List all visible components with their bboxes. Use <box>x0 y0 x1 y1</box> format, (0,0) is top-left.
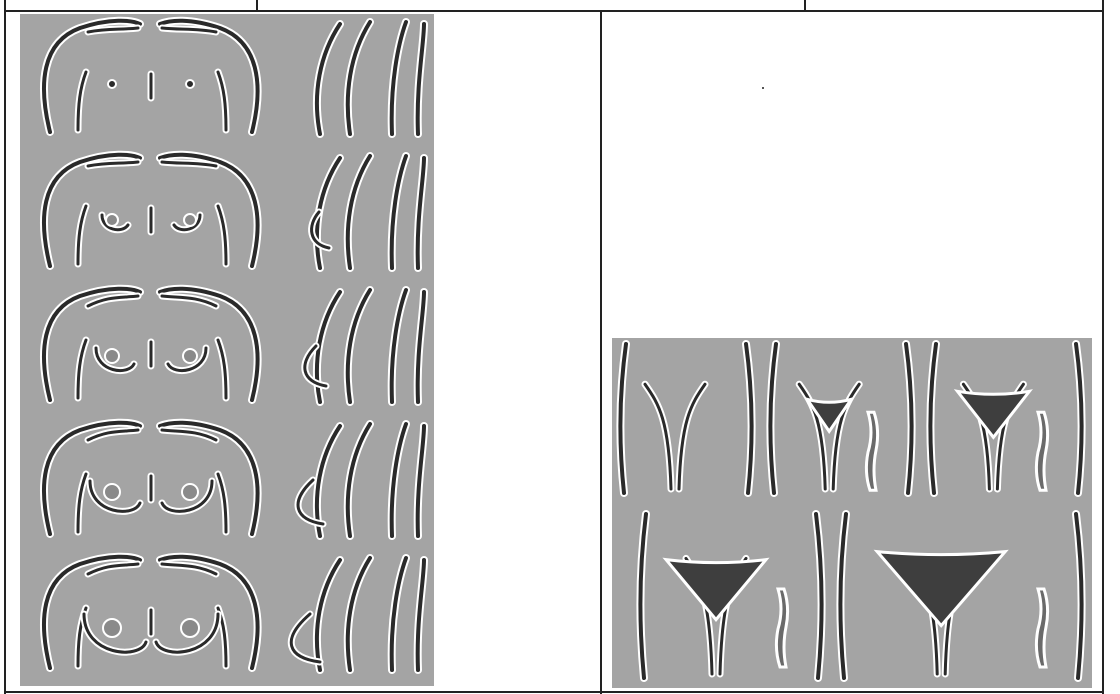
left-collarbone-outline <box>88 28 138 32</box>
breast-stages-drawing <box>20 14 434 686</box>
left-torso-outline <box>78 340 86 398</box>
lateral-back-edge-outline <box>418 426 424 536</box>
breast-stage-5 <box>44 557 424 670</box>
lateral-back-edge-outline <box>418 24 424 134</box>
left-collarbone-outline <box>88 430 138 440</box>
lateral-arm-outline <box>348 424 370 536</box>
lateral-hair-shape <box>776 589 787 667</box>
left-collarbone-outline <box>88 564 138 574</box>
pubic-stage-1 <box>620 344 751 493</box>
breast-stages-figure <box>20 14 434 686</box>
right-thigh-outline <box>746 344 752 493</box>
lateral-hair-shape <box>1036 589 1047 667</box>
lateral-back-edge-outline <box>418 158 424 268</box>
right-thigh-outline <box>1076 514 1082 678</box>
right-torso-outline <box>218 72 226 130</box>
left-torso-outline <box>78 206 86 264</box>
left-inner-thigh-outline <box>645 384 671 489</box>
right-shoulder-arm-outline <box>160 21 258 132</box>
right-collarbone-outline <box>162 564 216 574</box>
table-top-divider-2 <box>804 0 806 11</box>
table-bottom-border <box>4 691 1104 693</box>
right-areola-outline <box>181 619 199 637</box>
pubic-hair-triangle-shape <box>877 552 1005 626</box>
right-thigh-outline <box>816 514 822 678</box>
left-torso-outline <box>78 72 86 130</box>
left-thigh-outline <box>640 514 646 678</box>
left-collarbone-outline <box>88 162 138 166</box>
lateral-back-edge-outline <box>418 292 424 402</box>
lateral-arm-outline <box>348 22 370 134</box>
table-top-row-bottom-border <box>4 10 1104 12</box>
left-nipple-outline <box>108 80 116 88</box>
table-left-border <box>4 0 6 694</box>
left-shoulder-arm-outline <box>44 21 140 132</box>
right-thigh-outline <box>1076 344 1082 493</box>
left-thigh-outline <box>840 514 846 678</box>
pubic-stage-3 <box>930 344 1081 493</box>
left-thigh-outline <box>930 344 936 493</box>
lateral-arm-back-outline <box>392 558 406 670</box>
right-thigh-outline <box>906 344 912 493</box>
pubic-hair-triangle-shape <box>666 560 766 620</box>
lateral-arm-back-outline <box>392 290 406 402</box>
left-areola-outline <box>106 214 118 226</box>
right-inner-thigh-outline <box>679 384 705 489</box>
lateral-hair-shape <box>1036 412 1047 490</box>
lateral-back-outline <box>317 560 340 670</box>
breast-stage-4 <box>44 423 424 536</box>
pubic-hair-triangle-shape <box>957 391 1029 437</box>
left-thigh-outline <box>770 344 776 493</box>
lateral-back-outline <box>317 24 340 134</box>
pubic-stage-4 <box>640 514 821 678</box>
right-areola-outline <box>182 484 198 500</box>
right-collarbone-outline <box>162 296 216 306</box>
lateral-arm-outline <box>348 290 370 402</box>
right-collarbone-outline <box>162 430 216 440</box>
left-thigh-outline <box>620 344 626 493</box>
breast-stage-1 <box>44 21 424 134</box>
lateral-arm-back-outline <box>392 22 406 134</box>
right-torso-outline <box>218 474 226 532</box>
lateral-arm-back-outline <box>392 156 406 268</box>
lateral-back-edge-outline <box>418 560 424 670</box>
right-torso-outline <box>218 340 226 398</box>
pubic-hair-stages-figure <box>612 338 1092 688</box>
left-collarbone-outline <box>88 296 138 306</box>
left-areola-outline <box>104 484 120 500</box>
left-areola-outline <box>103 619 121 637</box>
right-collarbone-outline <box>162 162 216 166</box>
lateral-hair-shape <box>866 412 877 490</box>
speck-mark <box>762 87 764 89</box>
lateral-arm-outline <box>348 558 370 670</box>
left-torso-outline <box>78 474 86 532</box>
right-shoulder-arm-outline <box>160 155 258 266</box>
lateral-back-outline <box>317 426 340 536</box>
pubic-hair-stages-drawing <box>612 338 1092 688</box>
lateral-arm-outline <box>348 156 370 268</box>
right-collarbone-outline <box>162 28 216 32</box>
right-nipple-outline <box>186 80 194 88</box>
breast-stage-3 <box>44 289 424 402</box>
breast-stage-2 <box>44 155 424 268</box>
right-areola-outline <box>184 214 196 226</box>
right-areola-outline <box>183 349 197 363</box>
table-figure-divider <box>600 10 602 694</box>
left-shoulder-arm-outline <box>44 155 140 266</box>
pubic-stage-5 <box>840 514 1081 678</box>
table-top-divider-1 <box>256 0 258 11</box>
left-areola-outline <box>105 349 119 363</box>
pubic-stage-2 <box>770 344 911 493</box>
table-right-border <box>1102 0 1104 694</box>
lateral-arm-back-outline <box>392 424 406 536</box>
right-torso-outline <box>218 206 226 264</box>
